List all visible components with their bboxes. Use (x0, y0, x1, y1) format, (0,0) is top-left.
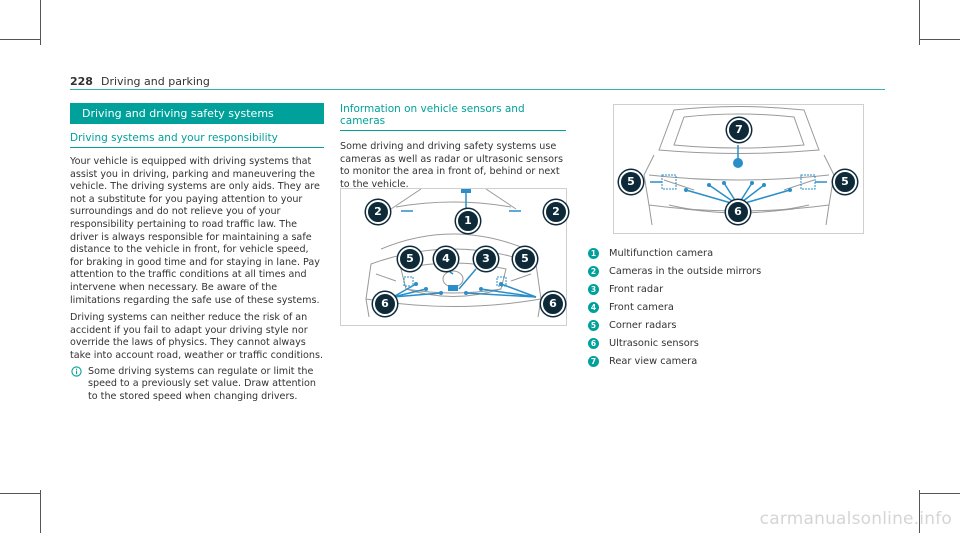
legend-label: Corner radars (609, 319, 677, 331)
crop-mark (0, 493, 40, 494)
callout-5-right: 5 (513, 247, 537, 271)
callout-5-right: 5 (833, 170, 857, 194)
legend-number: 1 (588, 247, 599, 259)
note: Some driving systems can regulate or lim… (70, 366, 324, 404)
legend-number: 3 (588, 283, 599, 295)
legend-label: Rear view camera (609, 355, 698, 367)
callout-2-left: 2 (366, 200, 390, 224)
legend-label: Front camera (609, 301, 674, 313)
callout-6-left: 6 (373, 292, 397, 316)
callout-6: 6 (726, 200, 750, 224)
watermark: carmanualsonline.info (759, 509, 952, 529)
chapter-bar: Driving and driving safety systems (70, 103, 324, 124)
callout-6-right: 6 (541, 292, 565, 316)
callout-7: 7 (727, 118, 751, 142)
section-title: Driving and parking (100, 75, 210, 88)
rear-vehicle-figure: 7 5 5 6 (613, 104, 864, 234)
middle-column: Information on vehicle sensors and camer… (340, 103, 566, 191)
info-circle-icon (71, 365, 82, 382)
legend-item: 1 Multifunction camera (588, 244, 868, 262)
page-header: 228 Driving and parking (70, 75, 210, 88)
callout-5-left: 5 (398, 247, 422, 271)
figure-legend: 1 Multifunction camera 2 Cameras in the ou… (588, 244, 868, 370)
legend-label: Front radar (609, 283, 664, 295)
subheading: Driving systems and your responsibility (70, 132, 324, 148)
legend-item: 5 Corner radars (588, 316, 868, 334)
crop-mark (40, 0, 41, 45)
legend-item: 4 Front camera (588, 298, 868, 316)
legend-number: 4 (588, 301, 599, 313)
crop-mark (40, 490, 41, 533)
front-vehicle-figure: 2 1 2 5 4 3 5 6 6 (340, 188, 568, 326)
note-text: Some driving systems can regulate or lim… (88, 365, 316, 402)
legend-item: 2 Cameras in the outside mirrors (588, 262, 868, 280)
page-number: 228 (70, 75, 93, 88)
legend-label: Ultrasonic sensors (609, 337, 699, 349)
legend-item: 3 Front radar (588, 280, 868, 298)
crop-mark (920, 39, 960, 40)
front-vehicle-drawing (365, 189, 542, 318)
legend-item: 7 Rear view camera (588, 352, 868, 370)
crop-mark (0, 39, 40, 40)
callout-4: 4 (434, 247, 458, 271)
left-column: Driving and driving safety systems Drivi… (70, 103, 324, 403)
callout-5-left: 5 (619, 170, 643, 194)
legend-number: 7 (588, 355, 599, 367)
crop-mark (919, 0, 920, 45)
paragraph: Some driving and driving safety systems … (340, 141, 563, 190)
subheading: Information on vehicle sensors and camer… (340, 103, 566, 131)
legend-number: 6 (588, 337, 599, 349)
callout-1: 1 (456, 209, 480, 233)
callout-2-right: 2 (544, 200, 568, 224)
legend-label: Multifunction camera (609, 247, 714, 259)
paragraph: Your vehicle is equipped with driving sy… (70, 156, 320, 306)
legend-number: 5 (588, 319, 599, 331)
header-rule (70, 89, 885, 90)
legend-label: Cameras in the outside mirrors (609, 265, 762, 277)
legend-item: 6 Ultrasonic sensors (588, 334, 868, 352)
crop-mark (919, 490, 920, 533)
legend-number: 2 (588, 265, 599, 277)
crop-mark (920, 493, 960, 494)
paragraph: Driving systems can neither reduce the r… (70, 312, 323, 361)
callout-3: 3 (474, 247, 498, 271)
